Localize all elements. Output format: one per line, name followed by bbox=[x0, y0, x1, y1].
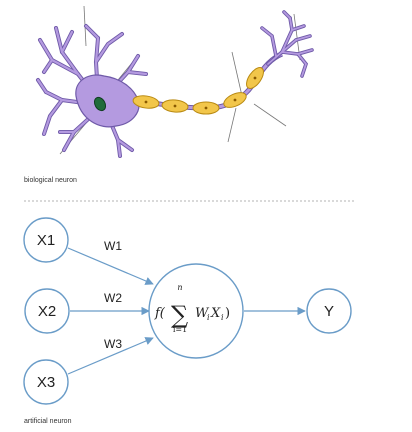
input-label: X1 bbox=[37, 232, 55, 249]
weight-label: W1 bbox=[104, 239, 122, 253]
artificial-neuron-caption: artificial neuron bbox=[24, 418, 72, 425]
formula-lower-limit: i=1 bbox=[173, 325, 187, 334]
input-node-x1: X1 bbox=[23, 217, 69, 263]
formula-sum-symbol: ∑ bbox=[171, 301, 188, 329]
input-label: X2 bbox=[38, 303, 56, 320]
output-label: Y bbox=[324, 303, 334, 320]
nucleus bbox=[93, 96, 107, 112]
formula-upper-limit: n bbox=[177, 283, 182, 292]
weight-label: W2 bbox=[104, 291, 122, 305]
myelin-dots bbox=[144, 76, 257, 110]
formula-term-x: X bbox=[210, 306, 221, 321]
axon-terminals-fill bbox=[261, 11, 313, 77]
formula-term-x-sub: i bbox=[221, 313, 224, 322]
biological-neuron-illustration bbox=[36, 5, 314, 158]
connections bbox=[67, 247, 306, 375]
summation-neuron: f( ∑ n i=1 W i X i ) bbox=[148, 263, 244, 359]
biological-neuron-caption: biological neuron bbox=[24, 177, 77, 184]
weight-label: W3 bbox=[104, 337, 122, 351]
dendrites-fill bbox=[36, 24, 148, 158]
output-node-y: Y bbox=[306, 288, 352, 334]
formula-term-w-sub: i bbox=[207, 313, 210, 322]
formula-func: f( bbox=[154, 306, 166, 321]
arrow-x3-to-neuron bbox=[67, 337, 154, 375]
arrow-x1-to-neuron bbox=[67, 247, 154, 285]
input-node-x3: X3 bbox=[23, 359, 69, 405]
artificial-neuron-diagram: X1 X2 X3 W1 W2 W3 f( ∑ n i=1 W i X i ) bbox=[23, 217, 352, 405]
input-label: X3 bbox=[37, 374, 55, 391]
input-node-x2: X2 bbox=[24, 288, 70, 334]
formula-term-w: W bbox=[195, 306, 210, 321]
formula-close: ) bbox=[225, 306, 230, 321]
